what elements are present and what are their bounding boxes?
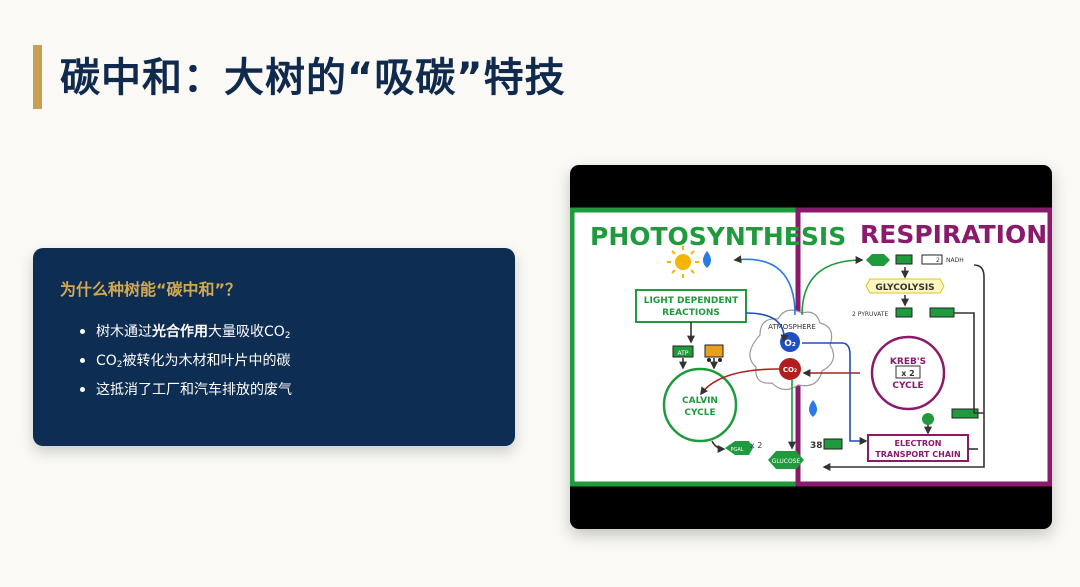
photosynthesis-respiration-image: PHOTOSYNTHESIS RESPIRATION LIGHT DEPENDE… [570, 165, 1052, 529]
electron-transport-box: ELECTRON TRANSPORT CHAIN [867, 434, 969, 462]
sun-icon [667, 246, 699, 278]
list-item: CO2被转化为木材和叶片中的碳 [80, 351, 292, 380]
light-reactions-box: LIGHT DEPENDENT REACTIONS [635, 289, 747, 323]
svg-text:LIGHT DEPENDENT: LIGHT DEPENDENT [644, 296, 739, 306]
list-item: 这抵消了工厂和汽车排放的废气 [80, 380, 292, 409]
glucose-icon: GLUCOSE [768, 451, 804, 469]
pgal-icon: PGAL [725, 441, 753, 455]
svg-text:ATMOSPHERE: ATMOSPHERE [768, 323, 816, 331]
pyruvate-label: 2 PYRUVATE [852, 311, 888, 318]
svg-text:CYCLE: CYCLE [684, 408, 715, 418]
atp-battery-icon [895, 254, 913, 265]
svg-text:REACTIONS: REACTIONS [662, 308, 720, 318]
diagram-svg: PHOTOSYNTHESIS RESPIRATION LIGHT DEPENDE… [570, 207, 1052, 487]
svg-text:TRANSPORT CHAIN: TRANSPORT CHAIN [875, 450, 960, 459]
atp-battery-icon [895, 307, 913, 318]
svg-text:CALVIN: CALVIN [682, 396, 718, 406]
title-accent-bar [33, 45, 42, 109]
co2-badge: CO₂ [779, 358, 801, 380]
svg-text:GLYCOLYSIS: GLYCOLYSIS [875, 283, 934, 293]
flow-arrows [679, 255, 985, 471]
atp-badge-icon [922, 413, 934, 425]
svg-text:KREB'S: KREB'S [890, 357, 926, 367]
x2-label: x 2 [750, 441, 762, 450]
svg-text:PGAL: PGAL [730, 447, 743, 453]
svg-text:GLUCOSE: GLUCOSE [772, 458, 801, 465]
atp-38-label: 38 [810, 441, 823, 451]
glucose-icon [866, 254, 890, 266]
svg-text:ATP: ATP [678, 350, 689, 357]
o2-badge: O₂ [780, 332, 800, 352]
glycolysis-label: GLYCOLYSIS [865, 278, 945, 294]
svg-text:CO₂: CO₂ [783, 366, 797, 374]
calvin-cycle: CALVIN CYCLE [662, 367, 738, 443]
photosynthesis-title: PHOTOSYNTHESIS [590, 222, 846, 251]
nadh-label: NADH [946, 257, 964, 264]
water-drop-icon [703, 251, 711, 268]
svg-text:x 2: x 2 [901, 369, 915, 378]
svg-text:CYCLE: CYCLE [892, 381, 923, 391]
card-title: 为什么种树能“碳中和”？ [60, 280, 242, 299]
water-drop-icon [809, 400, 817, 417]
bullet-list: 树木通过光合作用大量吸收CO2 CO2被转化为木材和叶片中的碳 这抵消了工厂和汽… [80, 322, 292, 409]
page-title: 碳中和：大树的“吸碳”特技 [60, 55, 566, 101]
two-label: 2 [936, 257, 940, 264]
atp-battery-icon [823, 438, 843, 450]
respiration-title: RESPIRATION [860, 220, 1047, 249]
list-item: 树木通过光合作用大量吸收CO2 [80, 322, 292, 351]
svg-text:O₂: O₂ [784, 339, 796, 349]
nadph-cart-icon [704, 344, 724, 362]
krebs-cycle: KREB'S x 2 CYCLE [870, 335, 946, 411]
svg-text:ELECTRON: ELECTRON [894, 439, 941, 448]
nadh-battery-icon [929, 307, 955, 318]
info-card: 为什么种树能“碳中和”？ 树木通过光合作用大量吸收CO2 CO2被转化为木材和叶… [33, 248, 515, 446]
atp-battery-icon: ATP [672, 345, 694, 358]
nadh-battery-icon [921, 254, 943, 265]
